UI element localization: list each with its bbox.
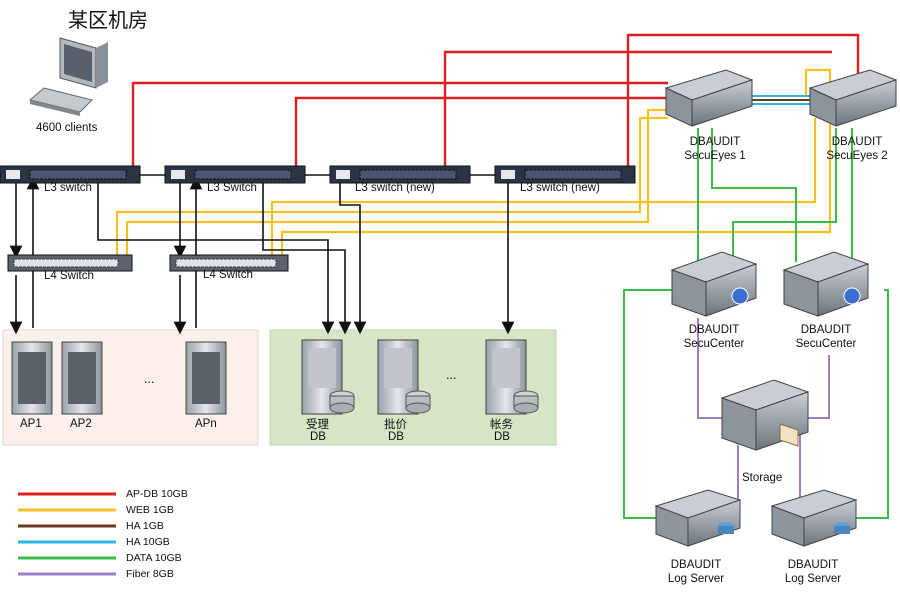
l4-switches: [7, 254, 289, 272]
legend-label-fiber: Fiber 8GB: [126, 568, 174, 580]
secucenter-2-line2: SecuCenter: [795, 338, 857, 350]
data-links: [623, 128, 889, 519]
log-server-1-line1: DBAUDIT: [670, 559, 722, 571]
ha-links: [752, 95, 812, 105]
db-name-1: 受理: [306, 419, 329, 431]
l3-switches: [0, 165, 636, 184]
legend-label-data: DATA 10GB: [126, 552, 182, 564]
legend-label-ha-1gb: HA 1GB: [126, 520, 164, 532]
secucenter-appliance-icons: [670, 251, 870, 317]
switch-label-3: L3 switch (new): [355, 182, 435, 194]
secueyes-1-line1: DBAUDIT: [689, 136, 741, 148]
legend-label-ap-db: AP-DB 10GB: [126, 488, 188, 500]
secucenter-1-line1: DBAUDIT: [688, 324, 740, 336]
secueyes-2-line1: DBAUDIT: [831, 136, 883, 148]
db-name-3: 帐务: [490, 419, 513, 431]
secueyes-2-line2: SecuEyes 2: [826, 150, 888, 162]
ap-ellipsis: ...: [144, 372, 155, 386]
ap-label-1: AP1: [20, 418, 42, 430]
db-sub-1: DB: [310, 431, 326, 443]
db-server-icons: [301, 339, 539, 415]
log-server-2-line1: DBAUDIT: [787, 559, 839, 571]
db-sub-3: DB: [494, 431, 510, 443]
secucenter-2-line1: DBAUDIT: [800, 324, 852, 336]
l4-switch-label-1: L4 Switch: [44, 270, 94, 282]
log-server-1-line2: Log Server: [667, 573, 725, 585]
legend-label-ha-10gb: HA 10GB: [126, 536, 170, 548]
ap-label-n: APn: [195, 418, 217, 430]
log-server-icons: [654, 489, 858, 547]
secueyes-appliance-icons: [664, 69, 898, 127]
web-links: [115, 68, 832, 255]
ap-label-2: AP2: [70, 418, 92, 430]
ap-db-links: [131, 33, 860, 168]
storage-icon: [720, 379, 810, 451]
db-ellipsis: ...: [446, 368, 457, 382]
db-name-2: 批价: [384, 419, 407, 431]
ap-server-icons: [11, 341, 227, 415]
legend-swatches: [18, 492, 116, 576]
black-links: [9, 174, 515, 335]
log-server-2-line2: Log Server: [784, 573, 842, 585]
legend-label-web: WEB 1GB: [126, 504, 174, 516]
l4-switch-label-2: L4 Switch: [203, 269, 253, 281]
secucenter-1-line2: SecuCenter: [683, 338, 745, 350]
secueyes-1-line2: SecuEyes 1: [684, 150, 746, 162]
page-title: 某区机房: [68, 10, 148, 32]
clients-label: 4600 clients: [36, 122, 98, 134]
db-sub-2: DB: [388, 431, 404, 443]
switch-label-2: L3 Switch: [207, 182, 257, 194]
desktop-computer-icon: [28, 37, 108, 116]
storage-label: Storage: [742, 472, 783, 484]
switch-label-1: L3 switch: [44, 182, 92, 194]
switch-label-4: L3 switch (new): [520, 182, 600, 194]
